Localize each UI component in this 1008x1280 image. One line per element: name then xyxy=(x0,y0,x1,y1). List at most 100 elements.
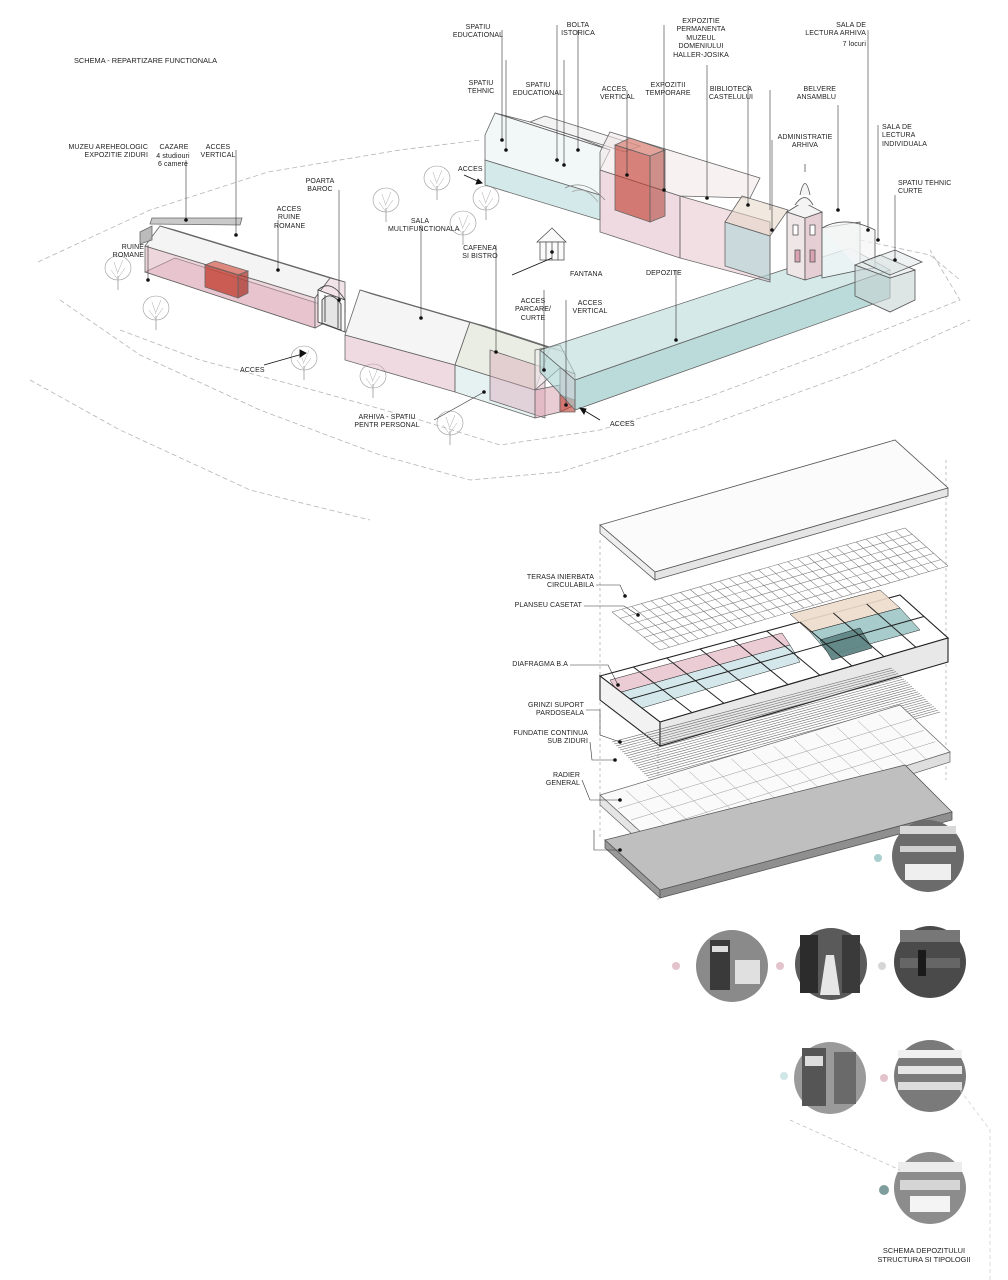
label-cazare-detail: 4 studiouri 6 camere xyxy=(156,153,190,169)
leader-dots xyxy=(146,138,897,407)
floor-beam xyxy=(623,678,905,755)
label-spatiu-tehnic: SPATIU TEHNIC xyxy=(467,80,495,96)
label-expozitii-temporare: EXPOZITII TEMPORARE xyxy=(645,82,691,98)
layer-leaders xyxy=(570,584,639,851)
floor-beam xyxy=(613,669,895,745)
floor-beam xyxy=(627,682,909,759)
label-poarta-baroc: POARTA BAROC xyxy=(305,178,335,194)
label-acces-top: ACCES xyxy=(458,166,483,173)
coffered-floor xyxy=(611,527,949,651)
label-cazare: CAZARE xyxy=(159,144,189,151)
scheme-title: SCHEMA - REPARTIZARE FUNCTIONALA xyxy=(74,56,218,65)
technical-block xyxy=(853,249,924,313)
label-acces-left: ACCES xyxy=(240,367,265,374)
floor-beam xyxy=(639,693,921,771)
label-cafenea: CAFENEA SI BISTRO xyxy=(462,245,498,261)
diaphragm-walls xyxy=(629,603,925,714)
floor-beam xyxy=(641,695,923,773)
back-wing-building xyxy=(484,112,789,283)
label-acces-vertical-3: ACCES VERTICAL xyxy=(572,300,608,316)
site-boundary xyxy=(29,139,971,521)
label-grinzi: GRINZI SUPORT PARDOSEALA xyxy=(527,702,584,718)
belvedere-tower xyxy=(786,164,876,281)
dot-teal-2 xyxy=(780,1072,788,1080)
photo-circles xyxy=(672,820,966,1224)
label-acces-ruine: ACCES RUINE ROMANE xyxy=(274,206,306,230)
diaphragm-wall xyxy=(629,616,925,700)
label-belvere: BELVERE ANSAMBLU xyxy=(796,86,836,102)
floor-beam xyxy=(629,684,911,761)
dot-grey-1 xyxy=(878,962,886,970)
label-sala-multifunctionala: SALA MULTIFUNCTIONALA xyxy=(388,218,460,234)
radier-slab xyxy=(604,764,953,899)
layer-leader-dots xyxy=(613,594,640,852)
foundation-strip xyxy=(630,730,924,821)
leader-lines xyxy=(147,25,896,421)
label-ruine-romane: RUINE ROMANE xyxy=(112,244,144,260)
dashed-connector-2 xyxy=(959,1089,991,1280)
label-fundatie: FUNDATIE CONTINUA SUB ZIDURI xyxy=(513,730,588,746)
photo-archive-2 xyxy=(696,930,768,1002)
label-fantana: FANTANA xyxy=(570,271,603,278)
access-arrows xyxy=(263,174,601,421)
label-sala-lectura-individuala: SALA DE LECTURA INDIVIDUALA xyxy=(882,124,928,148)
label-depozite: DEPOZITE xyxy=(646,270,682,277)
floor-beam xyxy=(633,687,915,765)
middle-wing-building xyxy=(344,289,576,419)
coffer-rib xyxy=(635,546,927,632)
label-acces-vertical: ACCES VERTICAL xyxy=(600,86,635,102)
roof-slab xyxy=(599,439,949,581)
floor-beam xyxy=(619,675,901,751)
dot-pink-2 xyxy=(776,962,784,970)
label-acces-parcare: ACCES PARCARE/ CURTE xyxy=(514,298,552,322)
foundation-strip xyxy=(643,741,936,832)
photo-archive-6 xyxy=(894,1040,966,1112)
photo-archive-1 xyxy=(892,820,964,892)
floor-beam xyxy=(617,673,899,749)
left-wing-building xyxy=(139,217,347,329)
coffer-rib xyxy=(651,559,941,644)
label-acces-bottom: ACCES xyxy=(610,421,635,428)
label-terasa: TERASA INIERBATA CIRCULABILA xyxy=(526,574,594,590)
label-radier: RADIER GENERAL xyxy=(545,772,580,788)
label-expozitie-permanenta: EXPOZITIE PERMANENTA MUZEUL DOMENIULUI H… xyxy=(673,18,729,59)
label-sala-lectura-arhiva: SALA DE LECTURA ARHIVA xyxy=(805,22,866,38)
photo-archive-3 xyxy=(795,928,867,1000)
label-biblioteca: BIBLIOTECA CASTELULUI xyxy=(708,86,754,102)
floor-beam xyxy=(615,671,897,747)
coffer-rib xyxy=(627,540,920,625)
coffer-rib xyxy=(659,565,949,651)
label-diafragma: DIAFRAGMA B.A xyxy=(512,661,568,668)
label-spatiu-tehnic-curte: SPATIU TEHNIC CURTE xyxy=(898,180,952,196)
floor-beam xyxy=(621,676,903,753)
label-spatiu-educational-2: SPATIU EDUCATIONAL xyxy=(512,82,564,98)
depot-scheme-title: SCHEMA DEPOZITULUI STRUCTURA SI TIPOLOGI… xyxy=(877,1246,971,1264)
label-acces-vertical-2: ACCES VERTICAL xyxy=(200,144,236,160)
floor-beam xyxy=(611,667,893,743)
dot-pink-3 xyxy=(880,1074,888,1082)
dashed-connector xyxy=(789,1119,901,1171)
label-administratie: ADMINISTRATIE ARHIVA xyxy=(777,134,833,150)
label-sala-lectura-locuri: 7 locuri xyxy=(842,41,866,48)
dot-pink-1 xyxy=(672,962,680,970)
floor-beam xyxy=(637,691,919,769)
floor-beam xyxy=(635,689,917,767)
dot-teal-1 xyxy=(874,854,882,862)
foundation-strip xyxy=(617,719,912,809)
label-spatiu-educational: SPATIU EDUCATIONAL xyxy=(452,24,504,40)
coffer-rib xyxy=(619,534,913,619)
coffer-rib xyxy=(611,527,906,613)
floor-beam xyxy=(643,697,925,775)
floor-beam xyxy=(631,686,913,763)
photo-archive-5 xyxy=(794,1042,866,1114)
label-planseu: PLANSEU CASETAT xyxy=(514,602,582,609)
dot-teal-3 xyxy=(879,1185,889,1195)
label-muzeu-arheologic: MUZEU AREHEOLOGIC EXPOZITIE ZIDURI xyxy=(68,144,148,160)
photo-archive-7 xyxy=(894,1152,966,1224)
coffer-rib xyxy=(643,553,934,638)
label-arhiva-spatiu-personal: ARHIVA - SPATIU PENTR PERSONAL xyxy=(354,414,420,430)
photo-archive-4 xyxy=(894,926,966,998)
